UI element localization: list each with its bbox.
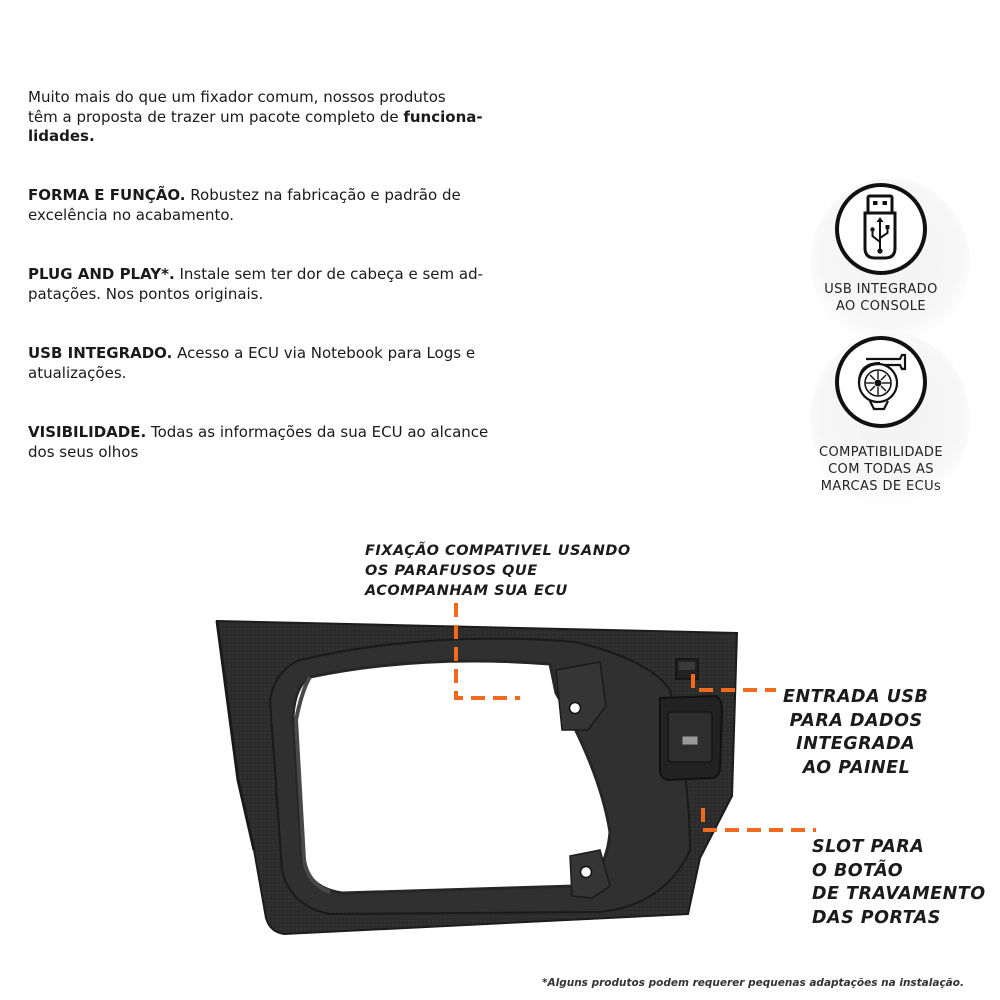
intro-line: Muito mais do que um fixador comum, noss… [28, 88, 446, 106]
callout-lock-slot: SLOT PARA O BOTÃO DE TRAVAMENTO DAS PORT… [812, 837, 986, 928]
intro-line: têm a proposta de trazer um pacote compl… [28, 107, 404, 126]
feature-text: Instale sem ter dor de cabeça e sem ad- [174, 265, 484, 283]
feature-text: Robustez na fabricação e padrão de [185, 186, 461, 204]
callout-leaders [454, 603, 816, 832]
feature-title: PLUG AND PLAY*. [28, 265, 175, 283]
upper-mount-tab [555, 661, 607, 731]
footnote: *Alguns produtos podem requerer pequenas… [542, 977, 964, 989]
feature-text: Todas as informações da sua ECU ao alcan… [146, 423, 489, 441]
feature-text: atualizações. [28, 363, 127, 382]
callout-usb-port: ENTRADA USB PARA DADOS INTEGRADA AO PAIN… [783, 687, 929, 778]
feature-plug-and-play: PLUG AND PLAY*. Instale sem ter dor de c… [28, 265, 538, 304]
intro-bold: lidades. [28, 127, 95, 145]
intro-paragraph: Muito mais do que um fixador comum, noss… [28, 88, 538, 147]
badge-label-usb: USB INTEGRADO AO CONSOLE [824, 282, 938, 314]
feature-title: VISIBILIDADE. [28, 423, 147, 441]
feature-text: patações. Nos pontos originais. [28, 284, 264, 303]
usb-port [681, 735, 699, 746]
feature-usb-integrado: USB INTEGRADO. Acesso a ECU via Notebook… [28, 344, 538, 383]
turbo-icon [835, 336, 927, 428]
feature-text: dos seus olhos [28, 442, 139, 461]
feature-text: excelência no acabamento. [28, 205, 235, 224]
usb-drive-icon [835, 183, 927, 275]
callout-fixation: FIXAÇÃO COMPATIVEL USANDO OS PARAFUSOS Q… [365, 543, 631, 599]
feature-forma-funcao: FORMA E FUNÇÃO. Robustez na fabricação e… [28, 186, 538, 225]
feature-text: Acesso a ECU via Notebook para Logs e [172, 344, 476, 362]
feature-visibilidade: VISIBILIDADE. Todas as informações da su… [28, 423, 538, 462]
badge-label-compatibility: COMPATIBILIDADE COM TODAS AS MARCAS DE E… [819, 445, 943, 494]
intro-bold: funciona- [403, 107, 483, 126]
feature-title: USB INTEGRADO. [28, 344, 173, 362]
feature-title: FORMA E FUNÇÃO. [28, 186, 186, 204]
